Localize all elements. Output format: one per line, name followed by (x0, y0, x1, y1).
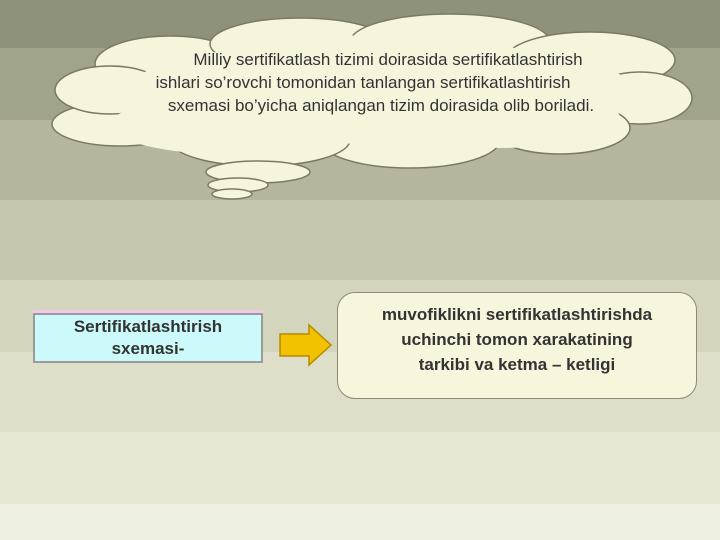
right-arrow-icon (279, 323, 333, 367)
cloud-text: Milliy sertifikatlash tizimi doirasida s… (108, 48, 638, 117)
cloud-text-line: ishlari so’rovchi tomonidan tanlangan se… (155, 73, 571, 92)
cloud-text-line: sxemasi bo’yicha aniqlangan tizim doiras… (167, 96, 595, 115)
definition-line: uchinchi tomon xarakatining (401, 330, 633, 349)
background-band (0, 200, 720, 280)
cloud-tail-bubbles (205, 160, 311, 200)
background-band (0, 432, 720, 504)
background-band (0, 504, 720, 540)
cloud-text-line: Milliy sertifikatlash tizimi doirasida s… (193, 50, 583, 69)
definition-box: muvofiklikni sertifikatlashtirishda uchi… (337, 292, 697, 399)
left-box-accent (33, 310, 263, 314)
scheme-label-line: sxemasi- (111, 339, 185, 358)
definition-line: tarkibi va ketma – ketligi (418, 355, 616, 374)
scheme-label-box: Sertifikatlashtirish sxemasi- (33, 313, 263, 363)
definition-line: muvofiklikni sertifikatlashtirishda (381, 305, 653, 324)
scheme-label-line: Sertifikatlashtirish (73, 317, 223, 336)
